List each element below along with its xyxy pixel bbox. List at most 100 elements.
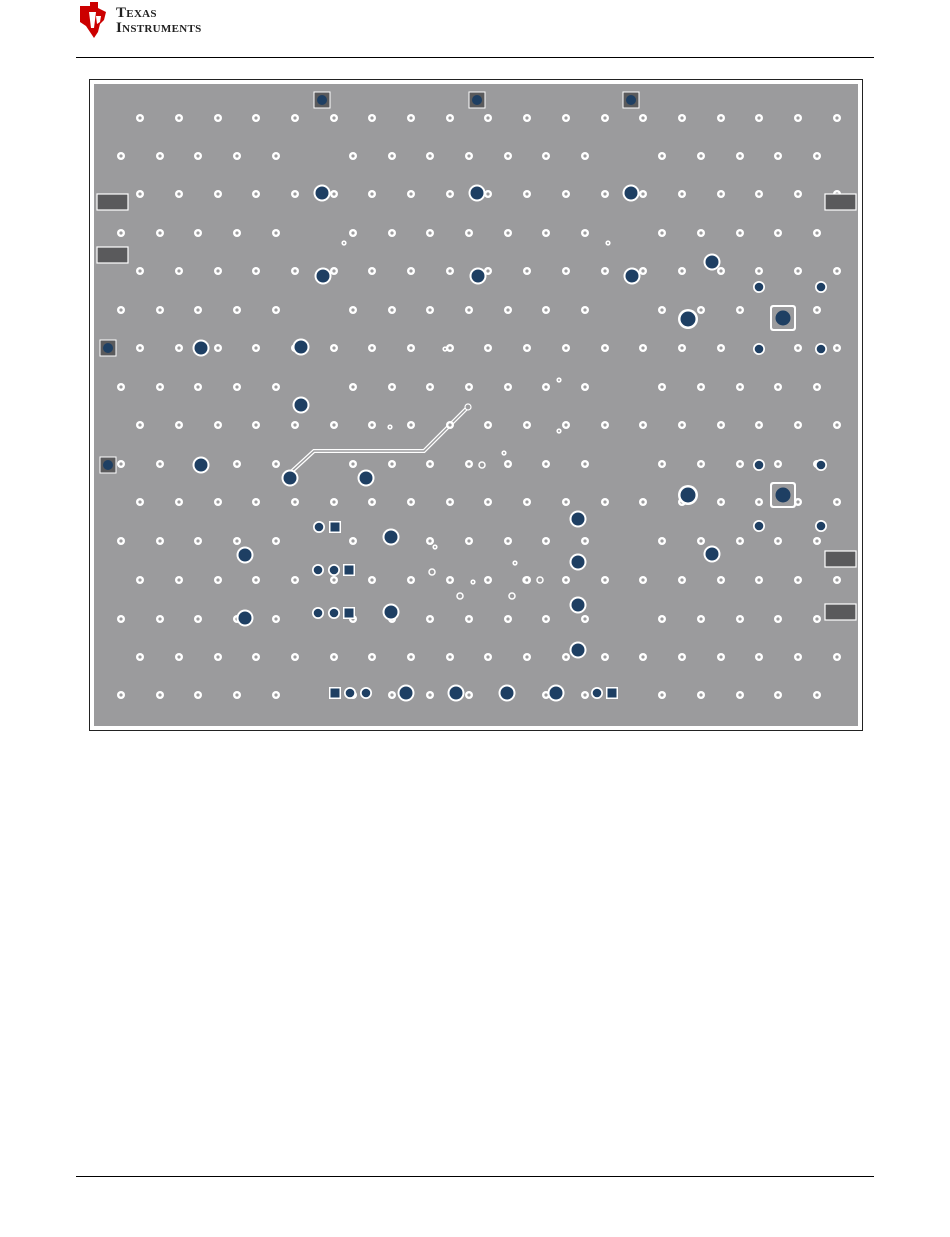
micro-via-hole bbox=[389, 426, 391, 428]
stitch-via-hole bbox=[603, 423, 606, 426]
stitch-via-hole bbox=[564, 269, 567, 272]
stitch-via-hole bbox=[699, 617, 702, 620]
stitch-via-hole bbox=[506, 231, 509, 234]
stitch-via-hole bbox=[274, 385, 277, 388]
stitch-via-hole bbox=[506, 539, 509, 542]
edge-connector-pad bbox=[825, 194, 856, 210]
edge-connector-pad bbox=[825, 551, 856, 567]
stitch-via-hole bbox=[544, 693, 547, 696]
signal-pad bbox=[331, 523, 340, 532]
stitch-via-hole bbox=[486, 655, 489, 658]
stitch-via-hole bbox=[544, 231, 547, 234]
stitch-via-hole bbox=[525, 116, 528, 119]
stitch-via-hole bbox=[564, 578, 567, 581]
stitch-via-hole bbox=[641, 269, 644, 272]
stitch-via-hole bbox=[506, 154, 509, 157]
stitch-via-hole bbox=[196, 693, 199, 696]
stitch-via-hole bbox=[776, 231, 779, 234]
stitch-via-hole bbox=[448, 116, 451, 119]
stitch-via-hole bbox=[796, 655, 799, 658]
stitch-via-hole bbox=[428, 154, 431, 157]
stitch-via-hole bbox=[564, 192, 567, 195]
stitch-via-hole bbox=[332, 346, 335, 349]
stitch-via-hole bbox=[815, 154, 818, 157]
copper-pour bbox=[94, 84, 858, 726]
stitch-via-hole bbox=[235, 462, 238, 465]
stitch-via-hole bbox=[757, 269, 760, 272]
stitch-via-hole bbox=[815, 617, 818, 620]
stitch-via-hole bbox=[641, 346, 644, 349]
stitch-via-hole bbox=[525, 423, 528, 426]
stitch-via-hole bbox=[486, 116, 489, 119]
signal-via bbox=[817, 461, 826, 470]
stitch-via-hole bbox=[158, 154, 161, 157]
stitch-via-hole bbox=[196, 539, 199, 542]
stitch-via-hole bbox=[719, 500, 722, 503]
stitch-via-hole bbox=[815, 308, 818, 311]
signal-via bbox=[330, 566, 339, 575]
micro-via-hole bbox=[558, 430, 560, 432]
stitch-via-hole bbox=[583, 308, 586, 311]
stitch-via-hole bbox=[680, 578, 683, 581]
stitch-via-hole bbox=[776, 154, 779, 157]
stitch-via-hole bbox=[776, 385, 779, 388]
stitch-via-hole bbox=[603, 192, 606, 195]
pad-via bbox=[776, 488, 791, 503]
stitch-via-hole bbox=[467, 462, 470, 465]
stitch-via-hole bbox=[138, 192, 141, 195]
stitch-via-hole bbox=[583, 462, 586, 465]
stitch-via-hole bbox=[564, 423, 567, 426]
stitch-via-hole bbox=[409, 578, 412, 581]
signal-pad bbox=[345, 609, 354, 618]
micro-via-hole bbox=[434, 546, 436, 548]
stitch-via-hole bbox=[796, 116, 799, 119]
stitch-via-hole bbox=[467, 154, 470, 157]
stitch-via-hole bbox=[158, 539, 161, 542]
stitch-via-hole bbox=[641, 500, 644, 503]
power-via bbox=[706, 256, 719, 269]
power-via bbox=[572, 644, 585, 657]
stitch-via-hole bbox=[370, 655, 373, 658]
power-via bbox=[450, 687, 463, 700]
stitch-via-hole bbox=[757, 655, 760, 658]
stitch-via-hole bbox=[177, 655, 180, 658]
stitch-via-hole bbox=[196, 154, 199, 157]
stitch-via-hole bbox=[293, 423, 296, 426]
stitch-via-hole bbox=[835, 500, 838, 503]
stitch-via-hole bbox=[506, 462, 509, 465]
stitch-via-hole bbox=[699, 308, 702, 311]
stitch-via-hole bbox=[506, 308, 509, 311]
stitch-via-hole bbox=[332, 116, 335, 119]
stitch-via-hole bbox=[274, 462, 277, 465]
stitch-via-hole bbox=[409, 269, 412, 272]
stitch-via-hole bbox=[641, 192, 644, 195]
stitch-via-hole bbox=[486, 269, 489, 272]
stitch-via-hole bbox=[216, 655, 219, 658]
power-via bbox=[625, 187, 638, 200]
stitch-via-hole bbox=[486, 500, 489, 503]
micro-via-hole bbox=[503, 452, 505, 454]
stitch-via-hole bbox=[119, 308, 122, 311]
pad-via bbox=[103, 460, 113, 470]
stitch-via-hole bbox=[603, 346, 606, 349]
stitch-via-hole bbox=[583, 385, 586, 388]
stitch-via-hole bbox=[351, 154, 354, 157]
stitch-via-hole bbox=[448, 500, 451, 503]
stitch-via-hole bbox=[370, 578, 373, 581]
stitch-via-hole bbox=[525, 192, 528, 195]
stitch-via-hole bbox=[544, 539, 547, 542]
stitch-via-hole bbox=[583, 617, 586, 620]
stitch-via-hole bbox=[835, 578, 838, 581]
stitch-via-hole bbox=[254, 578, 257, 581]
power-via bbox=[572, 599, 585, 612]
stitch-via-hole bbox=[177, 116, 180, 119]
stitch-via-hole bbox=[177, 423, 180, 426]
stitch-via-hole bbox=[719, 116, 722, 119]
stitch-via-hole bbox=[467, 231, 470, 234]
ti-wordmark-line1: Texas bbox=[116, 6, 202, 21]
stitch-via-hole bbox=[641, 578, 644, 581]
stitch-via-hole bbox=[216, 192, 219, 195]
power-via bbox=[400, 687, 413, 700]
power-via bbox=[239, 549, 252, 562]
stitch-via-hole bbox=[370, 116, 373, 119]
